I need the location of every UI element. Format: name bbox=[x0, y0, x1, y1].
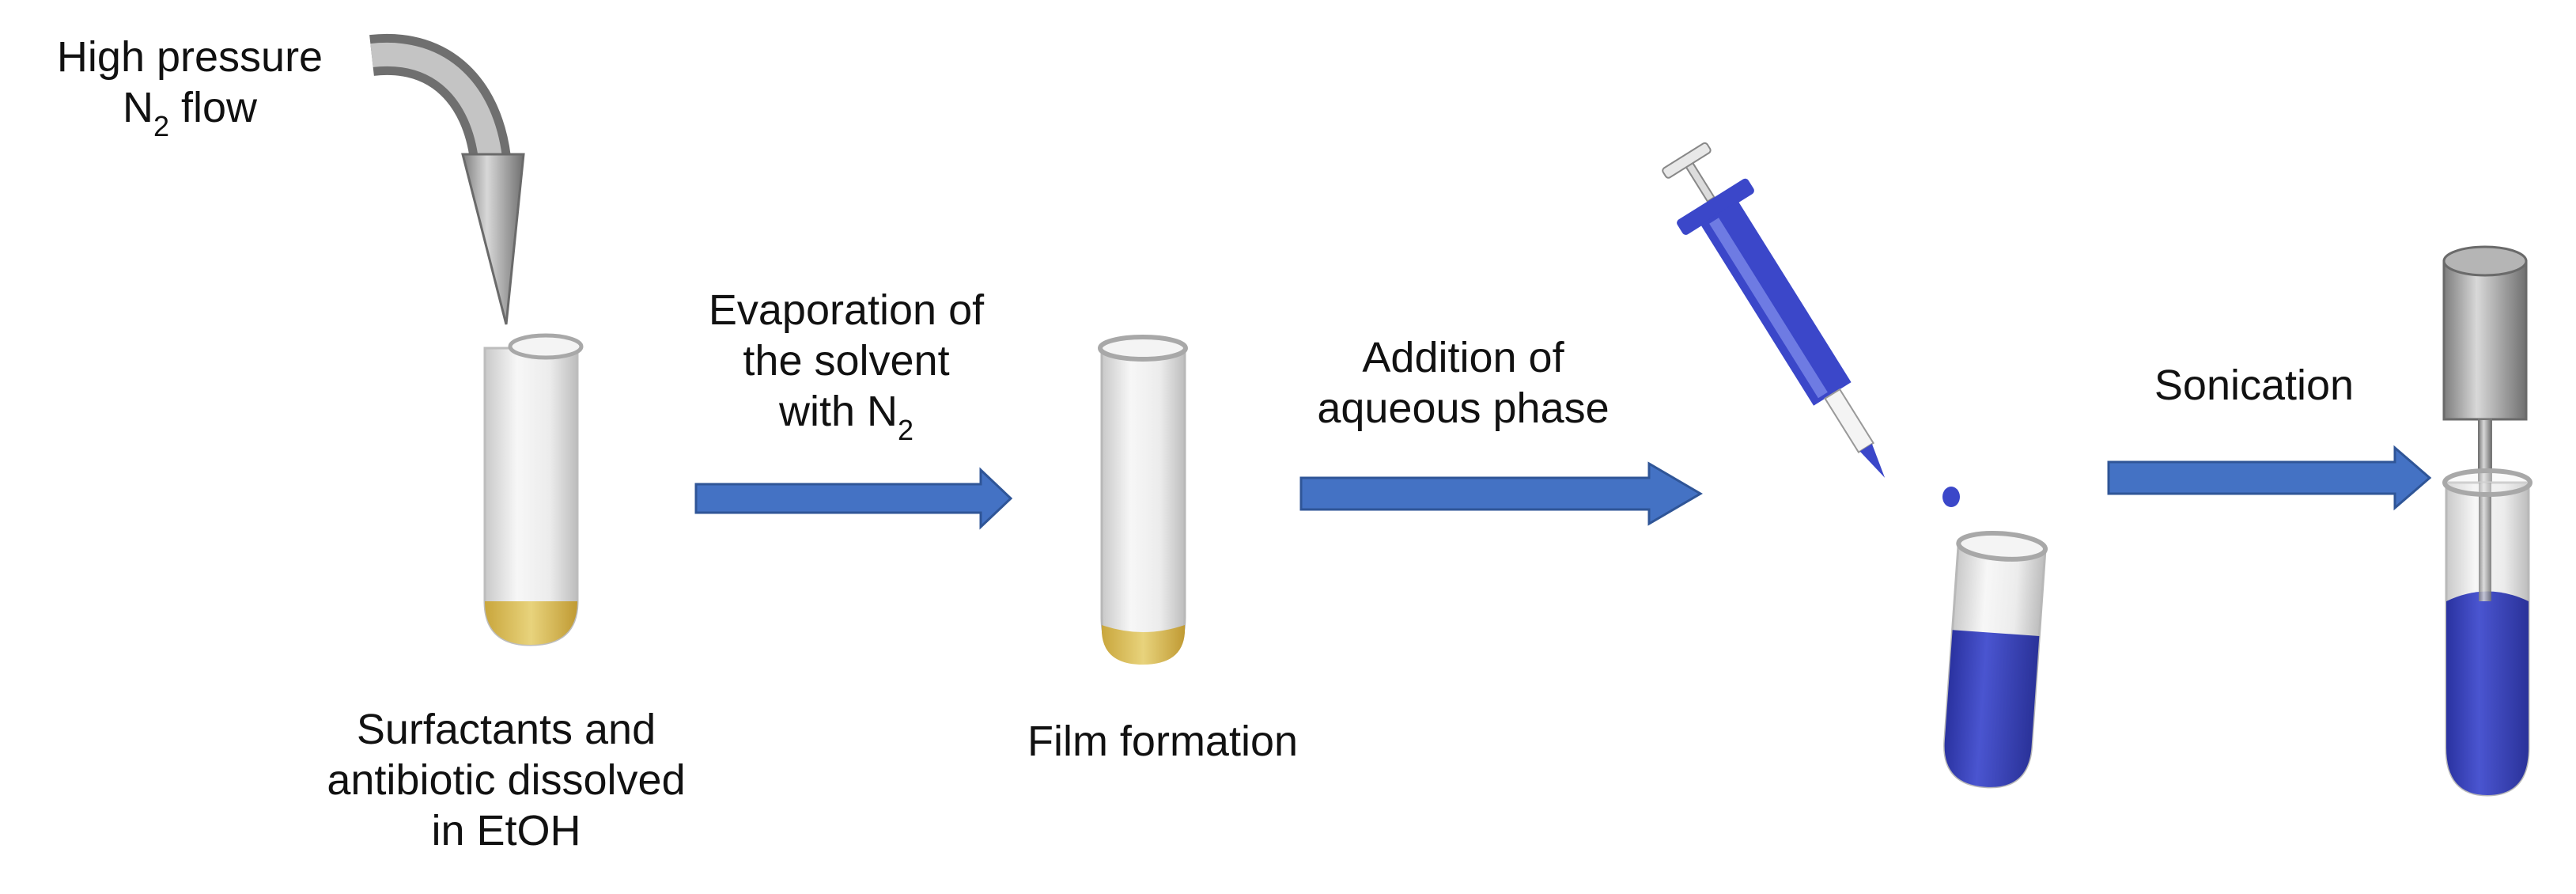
droplet-icon bbox=[1942, 487, 1960, 507]
arrow-evaporation bbox=[694, 467, 1013, 530]
test-tube-film bbox=[1098, 335, 1188, 665]
label-addition: Addition of aqueous phase bbox=[1258, 332, 1669, 434]
label-film-text: Film formation bbox=[1027, 718, 1299, 765]
label-evaporation-line1: Evaporation of bbox=[708, 286, 985, 334]
arrow-sonication bbox=[2107, 445, 2432, 511]
label-start-line3: in EtOH bbox=[431, 807, 581, 854]
label-n2-flow-line1: High pressure bbox=[56, 33, 323, 81]
label-start-line1: Surfactants and bbox=[356, 706, 656, 753]
label-start: Surfactants and antibiotic dissolved in … bbox=[261, 704, 751, 856]
n2-nozzle-icon bbox=[369, 33, 525, 325]
label-sonication: Sonication bbox=[2088, 360, 2420, 411]
test-tube-sonication bbox=[2442, 468, 2532, 797]
test-tube-aqueous bbox=[1943, 530, 2048, 789]
label-evaporation: Evaporation of the solvent with N2 bbox=[656, 285, 1036, 446]
label-n2-flow-line2: N2 flow bbox=[122, 84, 258, 142]
label-addition-line2: aqueous phase bbox=[1317, 384, 1610, 432]
label-film: Film formation bbox=[949, 716, 1376, 767]
test-tube-start bbox=[483, 333, 584, 646]
label-start-line2: antibiotic dissolved bbox=[327, 756, 686, 804]
label-addition-line1: Addition of bbox=[1362, 334, 1564, 381]
label-sonication-text: Sonication bbox=[2154, 362, 2355, 409]
arrow-addition bbox=[1299, 461, 1703, 526]
label-evaporation-line2: the solvent bbox=[743, 337, 950, 384]
label-evaporation-line3: with N2 bbox=[778, 388, 914, 446]
label-n2-flow: High pressure N2 flow bbox=[16, 32, 364, 142]
syringe-icon bbox=[1662, 142, 1886, 478]
